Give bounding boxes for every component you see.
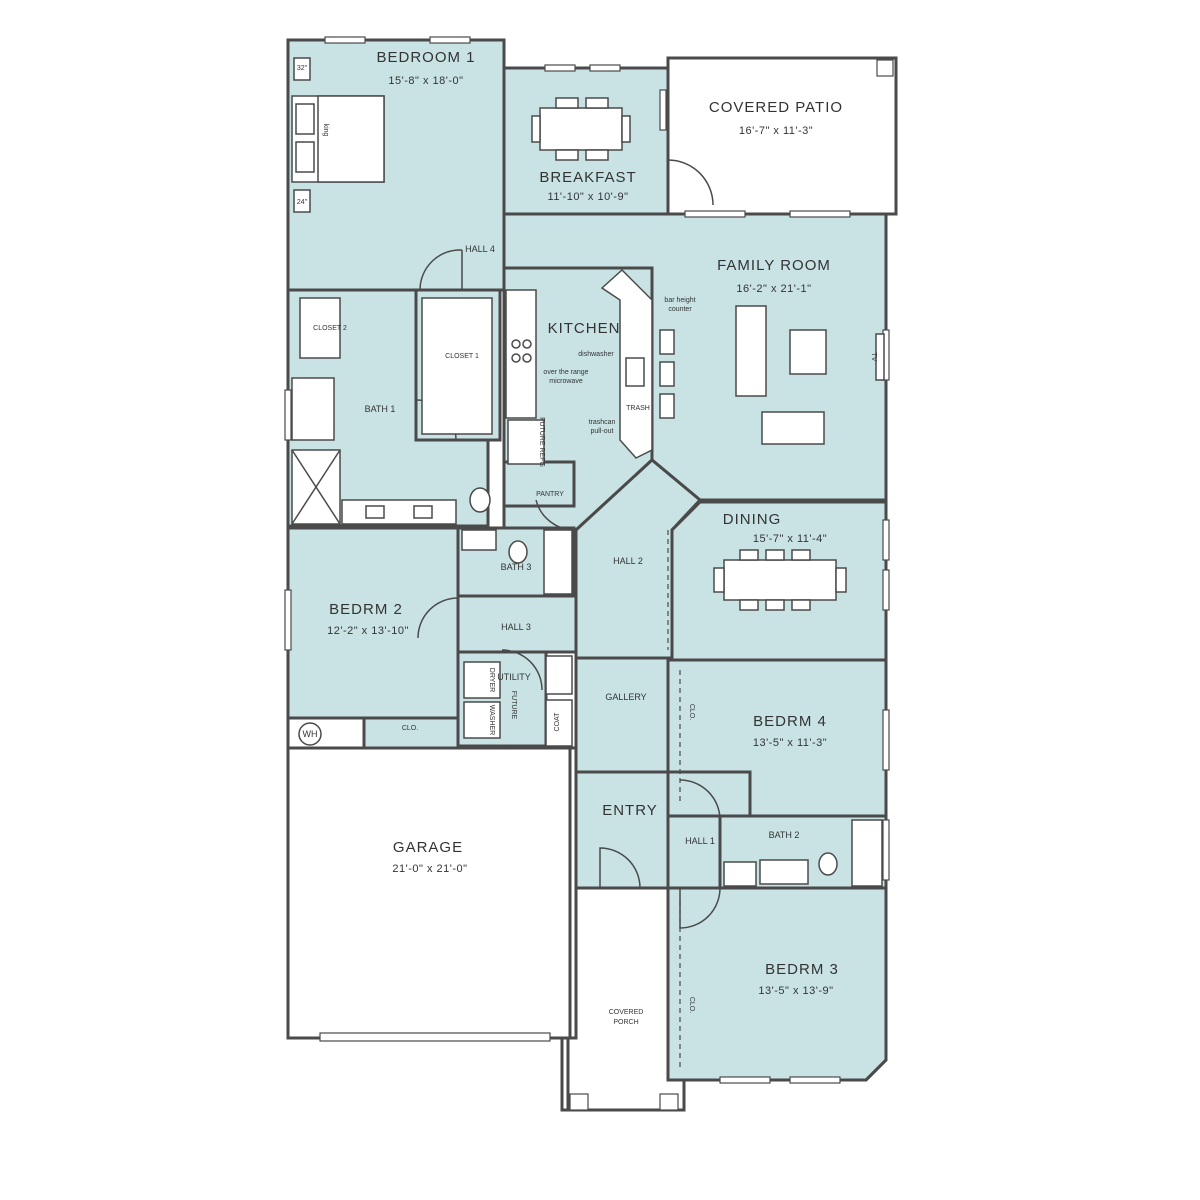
fridge	[507, 419, 545, 465]
bedrm-2-dim: 12'-2" x 13'-10"	[327, 625, 409, 637]
nightstand-top	[293, 57, 311, 81]
utility-name: UTILITY	[497, 672, 531, 682]
toilet-1	[469, 487, 491, 513]
garage-dim: 21'-0" x 21'-0"	[392, 863, 467, 875]
hall-2-name: HALL 2	[613, 556, 643, 566]
breakfast-table	[539, 107, 623, 151]
entry-name: ENTRY	[602, 802, 658, 819]
bathtub-3	[543, 529, 573, 595]
toilet-2	[818, 852, 838, 876]
bedrm-2-name: BEDRM 2	[329, 601, 403, 618]
covered-patio-dim: 16'-7" x 11'-3"	[739, 125, 813, 137]
hall-1-name: HALL 1	[685, 836, 715, 846]
trashcan-note-2: pull-out	[591, 428, 614, 435]
bath-3-name: BATH 3	[501, 562, 532, 572]
bedrm-4-dim: 13'-5" x 11'-3"	[753, 737, 827, 749]
trash-label: TRASH	[626, 405, 650, 412]
bedroom-1-dim: 15'-8" x 18'-0"	[388, 75, 463, 87]
bedrm-3-name: BEDRM 3	[765, 961, 839, 978]
family-room-dim: 16'-2" x 21'-1"	[736, 283, 811, 295]
nightstand-top-label: 32"	[297, 65, 308, 72]
dining-dim: 15'-7" x 11'-4"	[753, 533, 827, 545]
covered-porch-name-2: PORCH	[613, 1019, 638, 1026]
exterior-wall	[504, 56, 898, 1082]
gallery-name: GALLERY	[605, 692, 646, 702]
breakfast-name: BREAKFAST	[539, 169, 636, 186]
wh-name: WH	[303, 729, 318, 739]
garage-name: GARAGE	[393, 839, 463, 856]
covered-porch-name: COVERED	[609, 1009, 644, 1016]
pantry-area	[502, 460, 576, 508]
bar-height-note-2: counter	[668, 306, 692, 313]
closet-2-name: CLOSET 2	[313, 325, 347, 332]
clo-bedrm4-name: CLO.	[688, 704, 695, 720]
closet-1-name: CLOSET 1	[445, 353, 479, 360]
dishwasher-note: dishwasher	[578, 351, 614, 358]
bath-1-name: BATH 1	[365, 404, 396, 414]
tv-label: TV	[870, 353, 877, 362]
toilet-3	[508, 540, 528, 564]
sofa-left	[735, 305, 767, 397]
microwave-note-2: microwave	[549, 378, 583, 385]
kitchen-counter	[505, 289, 537, 419]
king-label: king	[322, 124, 329, 137]
bar-height-note-1: bar height	[664, 297, 695, 304]
covered-patio	[666, 56, 898, 216]
water-heater	[298, 722, 322, 746]
family-room-name: FAMILY ROOM	[717, 257, 831, 274]
pantry-name: PANTRY	[536, 491, 564, 498]
vanity-2	[759, 859, 809, 885]
covered-patio-name: COVERED PATIO	[709, 99, 843, 116]
bedrm-3-area	[666, 886, 888, 1082]
bedrm-3-dim: 13'-5" x 13'-9"	[758, 985, 833, 997]
tv	[875, 333, 885, 381]
trashcan-note-1: trashcan	[589, 419, 616, 426]
washer	[463, 701, 501, 739]
coffee-table	[789, 329, 827, 375]
covered-porch	[560, 886, 686, 1112]
bathtub-2	[851, 819, 883, 887]
dryer-label: DRYER	[488, 668, 495, 692]
garage-door	[319, 1032, 551, 1042]
garage	[286, 746, 572, 1040]
dining-name: DINING	[723, 511, 782, 528]
clo-bedrm3-name: CLO.	[688, 997, 695, 1013]
clo-bedrm2	[362, 716, 460, 750]
breakfast-dim: 11'-10" x 10'-9"	[548, 191, 629, 203]
hall-4-name: HALL 4	[465, 244, 495, 254]
vanity-1	[341, 499, 457, 525]
future-label: FUTURE	[510, 691, 517, 720]
clo-bedrm2-name: CLO.	[402, 725, 418, 732]
bathtub-1	[291, 377, 335, 441]
gallery-area	[574, 656, 670, 774]
washer-label: WASHER	[488, 705, 495, 735]
dining-table	[723, 559, 837, 601]
bath-2-name: BATH 2	[769, 830, 800, 840]
bedrm-4-name: BEDRM 4	[753, 713, 827, 730]
microwave-note-1: over the range	[543, 369, 588, 376]
dryer	[463, 661, 501, 699]
bedrm-2-area	[286, 526, 460, 720]
kitchen-name: KITCHEN	[548, 320, 621, 337]
nightstand-bottom	[293, 189, 311, 213]
hall-3-name: HALL 3	[501, 622, 531, 632]
future-refg-label: FUTURE REFG	[538, 417, 545, 467]
coat-name: COAT	[554, 712, 561, 732]
entry-area	[574, 770, 670, 890]
sofa-bottom	[761, 411, 825, 445]
bedroom-1-name: BEDROOM 1	[376, 49, 475, 66]
nightstand-bottom-label: 24"	[297, 199, 308, 206]
